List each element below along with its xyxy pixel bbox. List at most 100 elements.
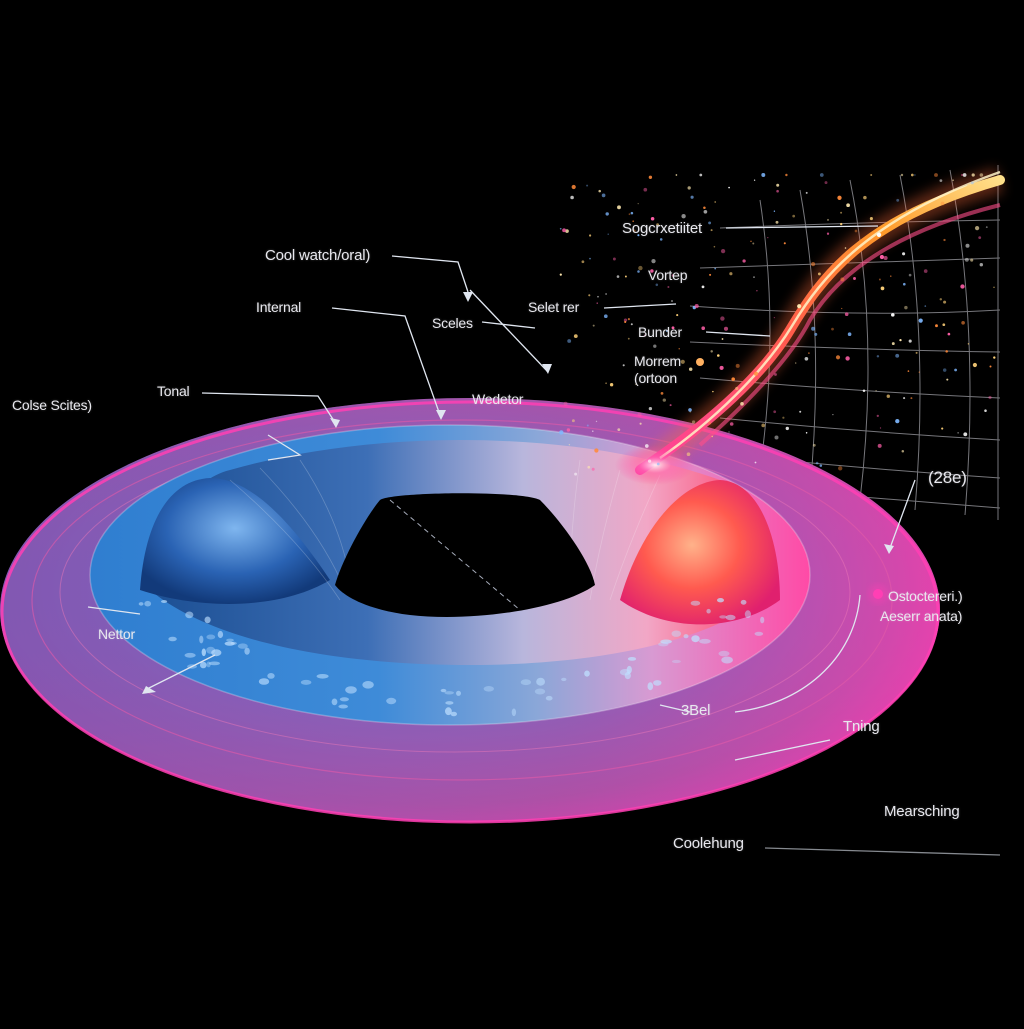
particle <box>607 233 609 235</box>
particle <box>979 173 984 177</box>
bubble <box>671 659 681 664</box>
particle <box>879 427 882 429</box>
bubble <box>208 661 220 666</box>
particle <box>993 356 996 359</box>
particle <box>720 316 725 321</box>
particle <box>710 350 713 353</box>
particle <box>808 352 810 354</box>
particle <box>681 214 686 219</box>
particle <box>665 329 668 332</box>
particle <box>589 257 591 260</box>
particle <box>869 217 873 221</box>
particle <box>675 174 678 176</box>
particle <box>792 214 796 218</box>
bubble <box>721 656 733 664</box>
particle <box>947 332 951 336</box>
particle <box>967 343 970 345</box>
particle <box>624 320 627 324</box>
label-ostoctereri: Ostoctereri.) <box>888 588 963 604</box>
particle <box>837 195 842 200</box>
particle <box>656 462 660 466</box>
particle <box>716 354 720 357</box>
particle <box>854 229 858 233</box>
bubble <box>584 670 590 677</box>
particle <box>638 265 643 271</box>
bubble <box>718 650 730 657</box>
particle <box>844 247 847 249</box>
particle <box>890 275 892 277</box>
stream-glow-source <box>615 445 695 485</box>
particle <box>895 353 900 358</box>
particle-field <box>559 173 996 476</box>
bubble <box>230 641 237 645</box>
bubble <box>211 649 222 657</box>
leader-lines <box>87 225 1001 856</box>
particle <box>960 173 964 177</box>
particle <box>804 356 809 361</box>
particle <box>797 304 802 309</box>
bubble <box>536 677 545 686</box>
particle <box>899 338 902 342</box>
particle <box>942 368 947 372</box>
particle <box>939 179 943 182</box>
particle <box>632 220 635 223</box>
particle <box>761 173 766 177</box>
particle <box>783 242 786 245</box>
particle <box>826 218 830 221</box>
particle <box>876 232 882 237</box>
particle <box>883 255 888 261</box>
bubble <box>619 669 631 676</box>
particle <box>719 365 724 370</box>
particle <box>612 257 616 261</box>
particle <box>964 257 969 262</box>
particle <box>592 430 594 432</box>
bubble <box>445 701 454 705</box>
particle <box>844 312 849 317</box>
particle <box>901 450 905 453</box>
leader-2e <box>889 479 916 549</box>
label-internal: Internal <box>256 299 302 315</box>
particle <box>667 285 670 289</box>
particle <box>863 195 867 200</box>
bubble <box>511 708 517 717</box>
particle <box>774 435 779 440</box>
particle <box>713 245 716 248</box>
bubble <box>683 634 689 639</box>
particle <box>563 401 568 406</box>
particle <box>617 428 621 432</box>
bubble <box>456 690 461 696</box>
bubble <box>138 602 144 606</box>
particle <box>671 300 673 302</box>
bubble <box>237 643 248 649</box>
particle <box>565 229 569 233</box>
particle <box>761 423 766 428</box>
particle <box>957 432 959 434</box>
particle <box>908 339 912 343</box>
particle <box>753 371 759 376</box>
particle <box>699 173 703 177</box>
bubble <box>444 691 455 695</box>
particle <box>671 326 675 330</box>
particle <box>596 302 598 304</box>
particle <box>841 307 843 310</box>
particle <box>669 404 672 407</box>
label-aesar-anata: Aeserr anata) <box>880 608 963 624</box>
particle <box>805 432 808 434</box>
leader-internal <box>331 307 441 416</box>
horizon-dashed-line <box>389 499 521 611</box>
particle <box>570 195 574 200</box>
particle <box>961 320 965 325</box>
particle <box>896 198 900 202</box>
particle <box>627 318 630 321</box>
bubble <box>244 647 250 655</box>
particle <box>648 406 653 411</box>
particle <box>628 213 631 216</box>
bubble <box>201 648 206 657</box>
bubble <box>660 639 672 644</box>
particle <box>703 209 708 214</box>
particle <box>644 444 649 448</box>
arrowhead-4 <box>436 410 446 420</box>
particle <box>984 409 987 412</box>
particle <box>617 205 621 210</box>
